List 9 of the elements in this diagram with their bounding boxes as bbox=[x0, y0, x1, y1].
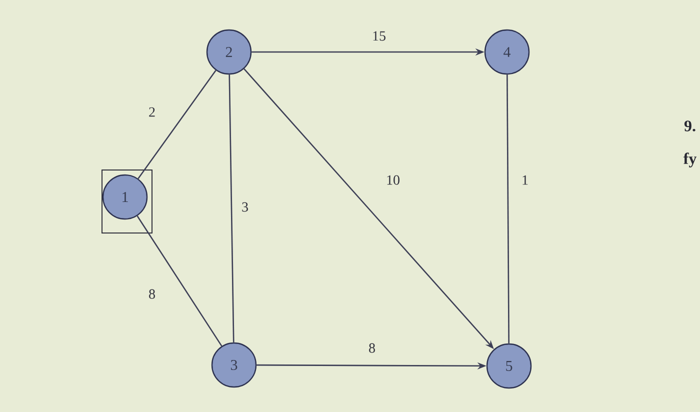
edge-label: 10 bbox=[385, 174, 401, 186]
edge-label: 8 bbox=[148, 288, 156, 300]
edge-label: 15 bbox=[371, 30, 387, 42]
edge-label: 1 bbox=[520, 174, 530, 186]
cropped-text: 9. bbox=[684, 120, 696, 132]
edge-label: 2 bbox=[148, 106, 156, 118]
cropped-text: fy bbox=[683, 152, 697, 168]
edge-label: 8 bbox=[368, 342, 376, 354]
edge-label: 3 bbox=[240, 201, 250, 213]
